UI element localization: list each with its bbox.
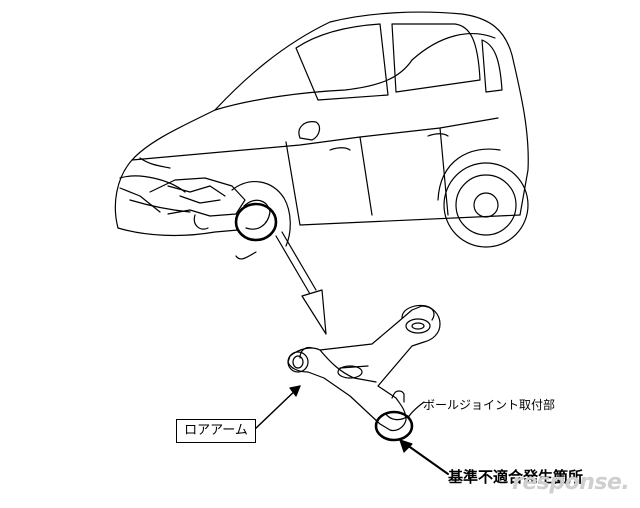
pointer-arrow [275,231,327,335]
leader-lower-arm-head [289,385,301,397]
lower-arm-label: ロアアーム [176,419,256,443]
leader-lower-arm [253,385,301,431]
lower-arm-drawing [287,304,441,432]
ball-joint-mount-label: ボールジョイント取付部 [423,398,556,412]
highlight-circle-car [234,202,278,242]
highlight-circle-ball-joint [374,410,414,442]
car-outline [114,11,529,260]
leader-nonconform-head [399,439,413,453]
leader-ball-joint [407,401,425,419]
watermark-logo: response. [512,470,630,495]
nonconformity-location-label: 基準不適合発生箇所 [448,468,584,486]
